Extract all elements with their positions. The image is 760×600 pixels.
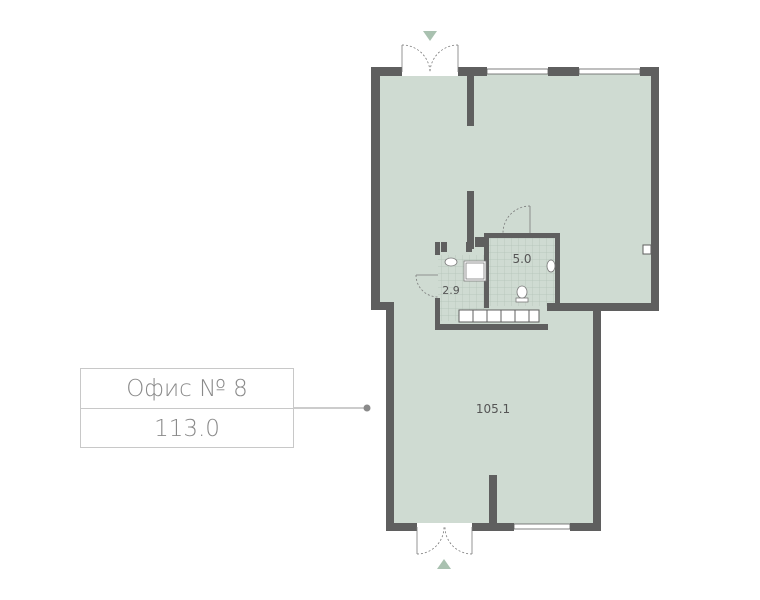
room-area-storage: 2.9 [442, 284, 460, 297]
entrance-door-bottom [416, 523, 473, 555]
bathroom-door [502, 205, 531, 234]
leader-dot [363, 404, 371, 412]
entrance-arrow-down-icon [423, 31, 437, 41]
sink-icon [444, 257, 458, 267]
vent-box [642, 244, 652, 255]
office-title: Офис № 8 [80, 368, 294, 409]
bathroom-sink-icon [546, 259, 556, 273]
room-area-bathroom: 5.0 [512, 252, 531, 266]
toilet-icon [515, 285, 529, 303]
room-area-main: 105.1 [476, 402, 510, 416]
exterior-walls [371, 67, 659, 531]
shaft-panel [458, 309, 540, 323]
entrance-door-top [401, 44, 459, 76]
windows [486, 68, 641, 530]
interior-walls [435, 76, 560, 526]
entrance-arrow-up-icon [437, 559, 451, 569]
washing-machine-icon [463, 260, 487, 282]
storage-door [415, 274, 439, 298]
office-total-area: 113.0 [80, 408, 294, 448]
